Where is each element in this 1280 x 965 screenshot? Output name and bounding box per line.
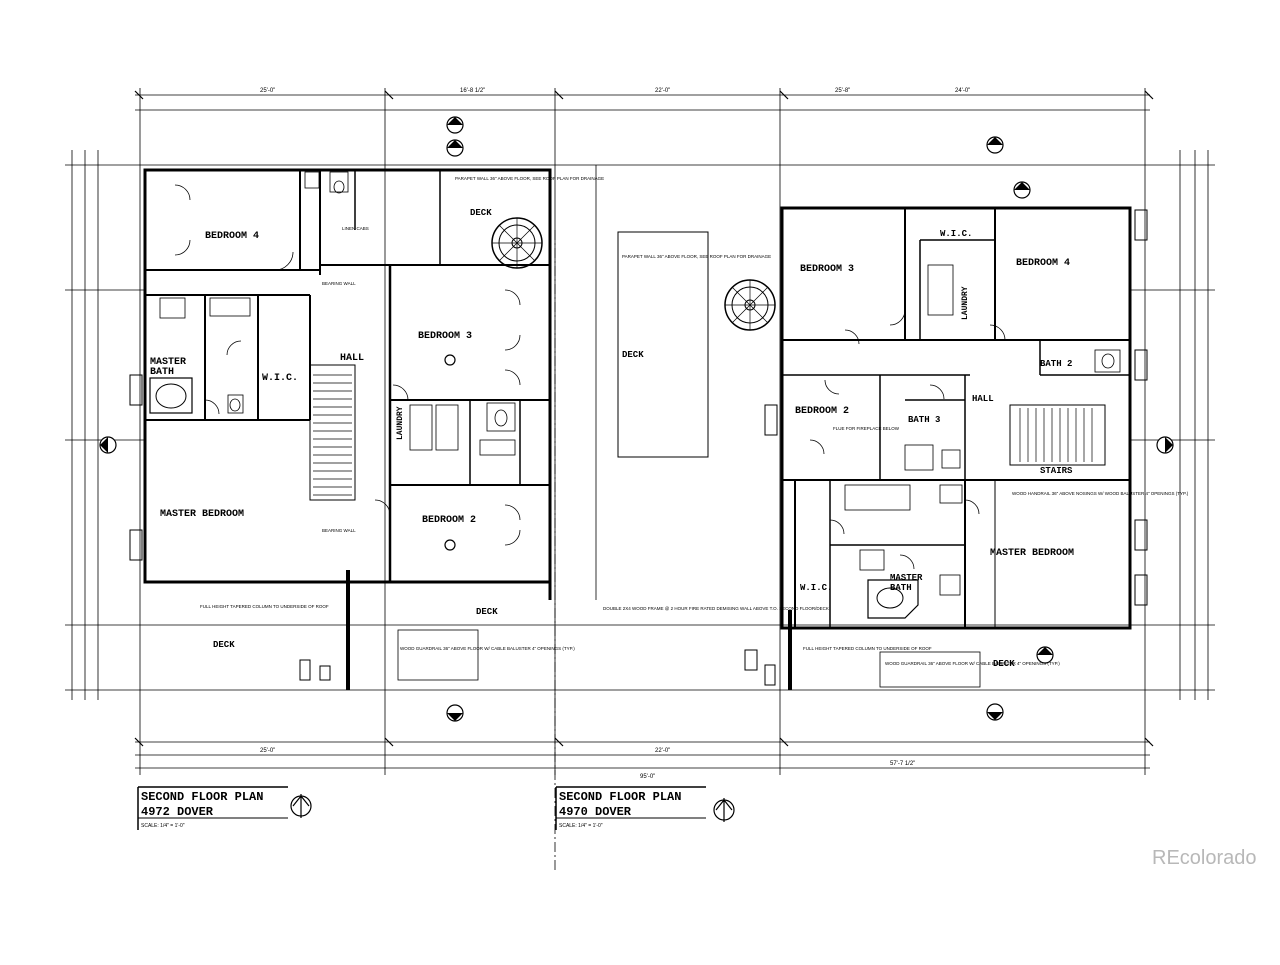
- r-laundry-label: LAUNDRY: [961, 286, 970, 320]
- r-column-note: FULL HEIGHT TAPERED COLUMN TO UNDERSIDE …: [803, 646, 932, 651]
- wic-label: W.I.C.: [262, 373, 298, 384]
- master-bath-label-1: MASTER: [150, 357, 186, 368]
- hall-label: HALL: [340, 353, 364, 364]
- title-block-left: SECOND FLOOR PLAN 4972 DOVER SCALE: 1/4"…: [137, 786, 312, 830]
- bedroom2-label: BEDROOM 2: [422, 515, 476, 526]
- parapet-note: PARAPET WALL 36" ABOVE FLOOR, SEE ROOF P…: [455, 176, 604, 181]
- plan-right-tub: [867, 579, 919, 619]
- plan-left-fixtures: [159, 171, 516, 456]
- r-bath3-label: BATH 3: [908, 415, 940, 425]
- plan-left-room-labels: BEDROOM 4 BEDROOM 3 BEDROOM 2 MASTER BED…: [150, 208, 644, 650]
- dim-top-left-2: 16'-8 1/2": [460, 88, 485, 94]
- plan-scale-right: SCALE: 1/4" = 1'-0": [559, 823, 603, 829]
- plan-address-left: 4972 DOVER: [141, 805, 214, 819]
- deck-bottom-left-label: DECK: [213, 640, 235, 650]
- dimension-ticks: [134, 90, 1154, 747]
- north-arrow-icon: [290, 794, 312, 818]
- dim-overall-bottom: 95'-0": [640, 774, 655, 780]
- dim-top-mid: 22'-0": [655, 88, 670, 94]
- bedroom4-label: BEDROOM 4: [205, 231, 259, 242]
- north-arrow-icon: [713, 798, 735, 822]
- master-bedroom-label: MASTER BEDROOM: [160, 509, 244, 520]
- r-bedroom4-label: BEDROOM 4: [1016, 258, 1070, 269]
- plan-right-doors: [809, 309, 1006, 570]
- middle-notes: PARAPET WALL 36" ABOVE FLOOR, SEE ROOF P…: [603, 254, 829, 611]
- section-marker-fill: [100, 117, 1173, 721]
- r-master-bath-label-1: MASTER: [890, 573, 923, 583]
- plan-left-walls: [143, 168, 552, 690]
- bearing-wall-note-1: BEARING WALL: [322, 281, 356, 286]
- column-note: FULL HEIGHT TAPERED COLUMN TO UNDERSIDE …: [200, 604, 329, 609]
- plan-left-stairs: [313, 374, 352, 496]
- plan-right-deck-details: [744, 209, 1148, 688]
- master-bath-label-2: BATH: [150, 367, 174, 378]
- section-marker-icon: [444, 539, 456, 551]
- r-wic-label: W.I.C.: [800, 583, 832, 593]
- r-hall-label: HALL: [972, 394, 994, 404]
- plan-right-notes: FULL HEIGHT TAPERED COLUMN TO UNDERSIDE …: [803, 426, 1189, 666]
- bearing-wall-note-2: BEARING WALL: [322, 528, 356, 533]
- dim-bottom-right: 57'-7 1/2": [890, 761, 915, 767]
- r-bedroom2-label: BEDROOM 2: [795, 406, 849, 417]
- plan-scale-left: SCALE: 1/4" = 1'-0": [141, 823, 185, 829]
- r-bath2-label: BATH 2: [1040, 359, 1072, 369]
- middle-deck: [554, 230, 709, 870]
- parapet-middle-note: PARAPET WALL 36" ABOVE FLOOR, SEE ROOF P…: [622, 254, 771, 259]
- plan-left-doors: [174, 184, 521, 546]
- deck-bottom-right-label: DECK: [476, 607, 498, 617]
- dim-top-right-1: 25'-8": [835, 88, 850, 94]
- plan-right-walls: [780, 206, 1132, 690]
- deck-top-label: DECK: [470, 208, 492, 218]
- plan-address-right: 4970 DOVER: [559, 805, 632, 819]
- dimension-lines: [65, 88, 1215, 775]
- r-bedroom3-label: BEDROOM 3: [800, 264, 854, 275]
- plan-right-spiral-stair: [724, 279, 776, 331]
- plan-left-deck-details: [129, 374, 479, 681]
- plan-right-room-labels: BEDROOM 3 BEDROOM 4 BEDROOM 2 W.I.C. LAU…: [795, 229, 1074, 669]
- r-master-bath-label-2: BATH: [890, 583, 912, 593]
- dim-bottom-mid: 22'-0": [655, 748, 670, 754]
- r-deck-label: DECK: [993, 659, 1015, 669]
- r-master-bedroom-label: MASTER BEDROOM: [990, 548, 1074, 559]
- guardrail-note: WOOD GUARDRAIL 36" ABOVE FLOOR W/ CABLE …: [400, 646, 575, 651]
- deck-middle-label: DECK: [622, 350, 644, 360]
- r-stairs-label: STAIRS: [1040, 466, 1073, 476]
- r-wic-top-label: W.I.C.: [940, 229, 972, 239]
- plan-right-stairs: [1019, 408, 1093, 462]
- dim-top-left-1: 25'-0": [260, 88, 275, 94]
- r-handrail-note: WOOD HANDRAIL 36" ABOVE NOSINGS W/ WOOD …: [1012, 491, 1189, 496]
- title-block-right: SECOND FLOOR PLAN 4970 DOVER SCALE: 1/4"…: [555, 786, 735, 830]
- double-wall-note: DOUBLE 2X4 WOOD FRAME @ 2 HOUR FIRE RATE…: [603, 606, 829, 611]
- plan-title-right: SECOND FLOOR PLAN: [559, 790, 681, 804]
- dim-top-right-2: 24'-0": [955, 88, 970, 94]
- linen-note: LINEN CABS: [342, 226, 369, 231]
- bedroom3-label: BEDROOM 3: [418, 331, 472, 342]
- dim-bottom-left: 25'-0": [260, 748, 275, 754]
- laundry-label: LAUNDRY: [396, 406, 405, 440]
- plan-right-fixtures: [844, 264, 1121, 596]
- watermark: REcolorado: [1152, 847, 1257, 869]
- plan-left-tub: [149, 377, 193, 414]
- plan-left-spiral-stair: [491, 217, 543, 269]
- plan-left-notes: PARAPET WALL 36" ABOVE FLOOR, SEE ROOF P…: [200, 176, 604, 651]
- r-flue-note: FLUE FOR FIREPLACE BELOW: [833, 426, 900, 431]
- plan-title-left: SECOND FLOOR PLAN: [141, 790, 263, 804]
- section-marker-icon: [444, 354, 456, 366]
- r-guardrail-note: WOOD GUARDRAIL 36" ABOVE FLOOR W/ CABLE …: [885, 661, 1060, 666]
